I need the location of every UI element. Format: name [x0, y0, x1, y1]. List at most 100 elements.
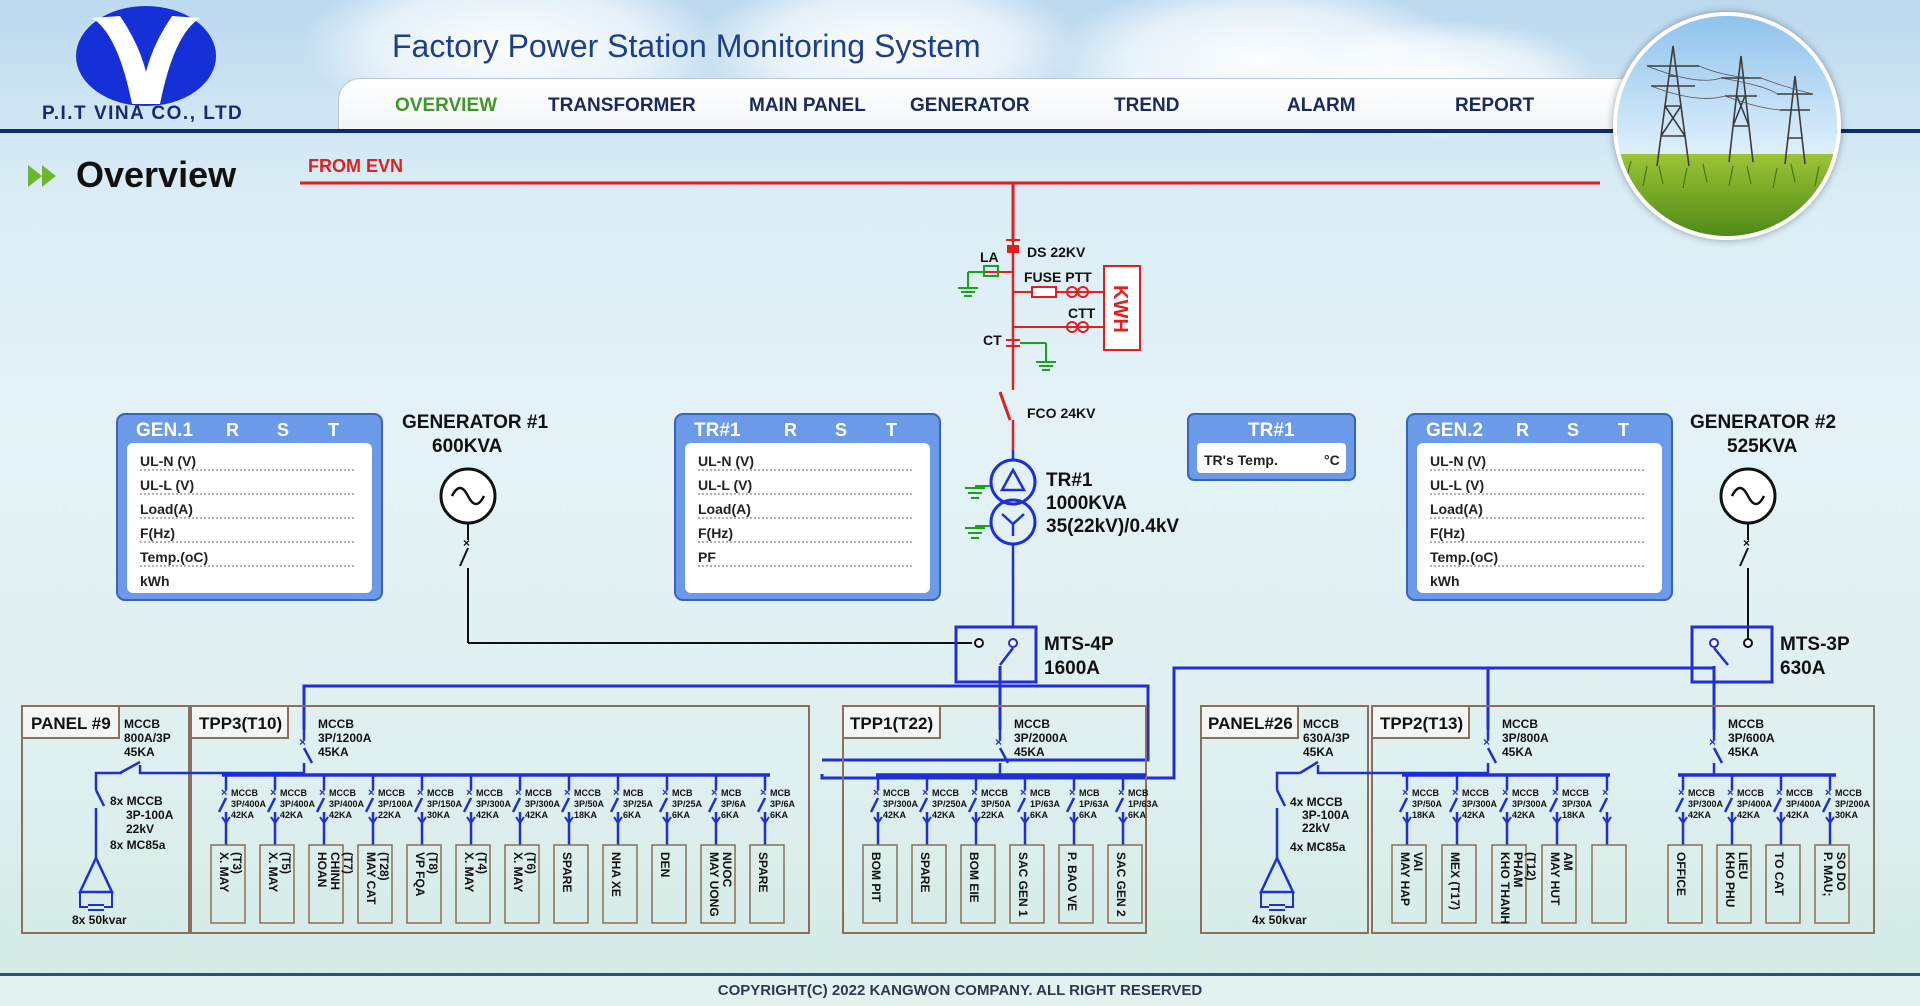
main-breaker-spec: 45KA [1014, 745, 1045, 759]
meter-row-label: UL-N (V) [1430, 453, 1486, 469]
mts-contact-icon [1008, 638, 1018, 648]
tab-trend[interactable]: TREND [1114, 95, 1180, 116]
arrow-down-icon [466, 816, 476, 825]
panel26-capacitor-bank[interactable]: MCCB 630A/3P 45KA 4x MCCB 3P-100A 22kV 4… [1252, 717, 1488, 927]
feeder-spec: 3P/400A [1786, 799, 1822, 809]
meter-gen1[interactable]: GEN.1 R S T UL-N (V) UL-L (V) Load(A) F(… [116, 413, 383, 601]
switch-blade-icon [1713, 647, 1729, 666]
feeder-spec: MCCB [329, 788, 356, 798]
breaker-x-icon: × [711, 787, 717, 799]
feeder-spec: 3P/50A [574, 799, 605, 809]
load-name: (T7) [341, 852, 355, 874]
ds-switch-icon [1006, 239, 1020, 253]
tab-alarm[interactable]: ALARM [1287, 95, 1356, 116]
panel26-main-type: MCCB [1303, 717, 1339, 731]
arrow-down-icon [613, 816, 623, 825]
feeder-spec: 3P/300A [1512, 799, 1548, 809]
phase-s: S [277, 420, 289, 440]
load-name: SPARE [560, 852, 574, 892]
feeder-spec: 3P/6A [721, 799, 747, 809]
feeder-spec: MCCB [525, 788, 552, 798]
fuse-icon [1031, 286, 1057, 298]
feeder-spec: 42KA [1688, 810, 1712, 820]
arrow-down-icon [1502, 816, 1512, 825]
feeder-spec: 3P/50A [1412, 799, 1443, 809]
feeder-spec: 3P/400A [231, 799, 267, 809]
breaker-x-icon: × [270, 787, 276, 799]
fuse-ptt-label: FUSE PTT [1024, 269, 1092, 285]
generator-2[interactable]: GENERATOR #2 525KVA × [1690, 412, 1836, 643]
tab-report[interactable]: REPORT [1455, 95, 1535, 116]
load-name: (T6) [524, 852, 538, 874]
switch-blade-icon [918, 797, 929, 813]
phase-s: S [1567, 420, 1579, 440]
transformer-tr1[interactable]: TR#1 1000KVA 35(22kV)/0.4kV [965, 450, 1179, 627]
load-box [1391, 844, 1427, 924]
generator-1[interactable]: GENERATOR #1 600KVA × [402, 412, 972, 644]
breaker-x-icon: × [1552, 787, 1558, 799]
meter-row-label: Load(A) [698, 501, 751, 517]
load-box [259, 844, 295, 924]
mts-4p[interactable]: MTS-4P 1600A [954, 625, 1114, 684]
kwh-meter[interactable] [1103, 265, 1141, 351]
meter-row-label: F(Hz) [1430, 525, 1465, 541]
capacitor-icon [1260, 892, 1294, 911]
tab-main-panel[interactable]: MAIN PANEL [749, 95, 866, 116]
feeder-spec: 3P/400A [329, 799, 365, 809]
mts-contact-icon [1743, 638, 1753, 648]
panel9-capacitor-bank[interactable]: MCCB 800A/3P 45KA 8x MCCB 3P-100A 22kV 8… [72, 717, 304, 927]
breaker-x-icon: × [368, 787, 374, 799]
breaker-x-icon: × [995, 735, 1002, 749]
switch-blade-icon [364, 797, 375, 813]
load-name: NUOC [720, 852, 734, 888]
feeder-spec: 3P/300A [525, 799, 561, 809]
ct-icon [1006, 339, 1020, 347]
load-name: OFFICE [1674, 852, 1688, 896]
mts-3p[interactable]: MTS-3P 630A [1690, 625, 1850, 684]
switch-blade-icon [1772, 797, 1783, 813]
tab-generator[interactable]: GENERATOR [910, 95, 1030, 116]
feeder[interactable]: × [1591, 775, 1627, 924]
meter-tr-temp[interactable]: TR#1 TR's Temp. °C [1187, 413, 1356, 481]
breaker-x-icon: × [1602, 787, 1608, 799]
arrow-down-icon [1825, 816, 1835, 825]
load-name: X. MAY [462, 852, 476, 892]
load-box [357, 844, 393, 924]
meter-gen2[interactable]: GEN.2 R S T UL-N (V) UL-L (V) Load(A) F(… [1406, 413, 1673, 601]
tab-transformer[interactable]: TRANSFORMER [548, 95, 696, 116]
switch-blade-icon [1821, 797, 1832, 813]
tab-overview[interactable]: OVERVIEW [395, 95, 498, 116]
meter-tr1[interactable]: TR#1 R S T UL-N (V) UL-L (V) Load(A) F(H… [674, 413, 941, 601]
feeder-spec: 42KA [883, 810, 907, 820]
breaker-x-icon: × [319, 787, 325, 799]
meter-row-label: F(Hz) [140, 525, 175, 541]
feeder-spec: MCCB [574, 788, 601, 798]
load-name: KHO PHU [1723, 852, 1737, 907]
